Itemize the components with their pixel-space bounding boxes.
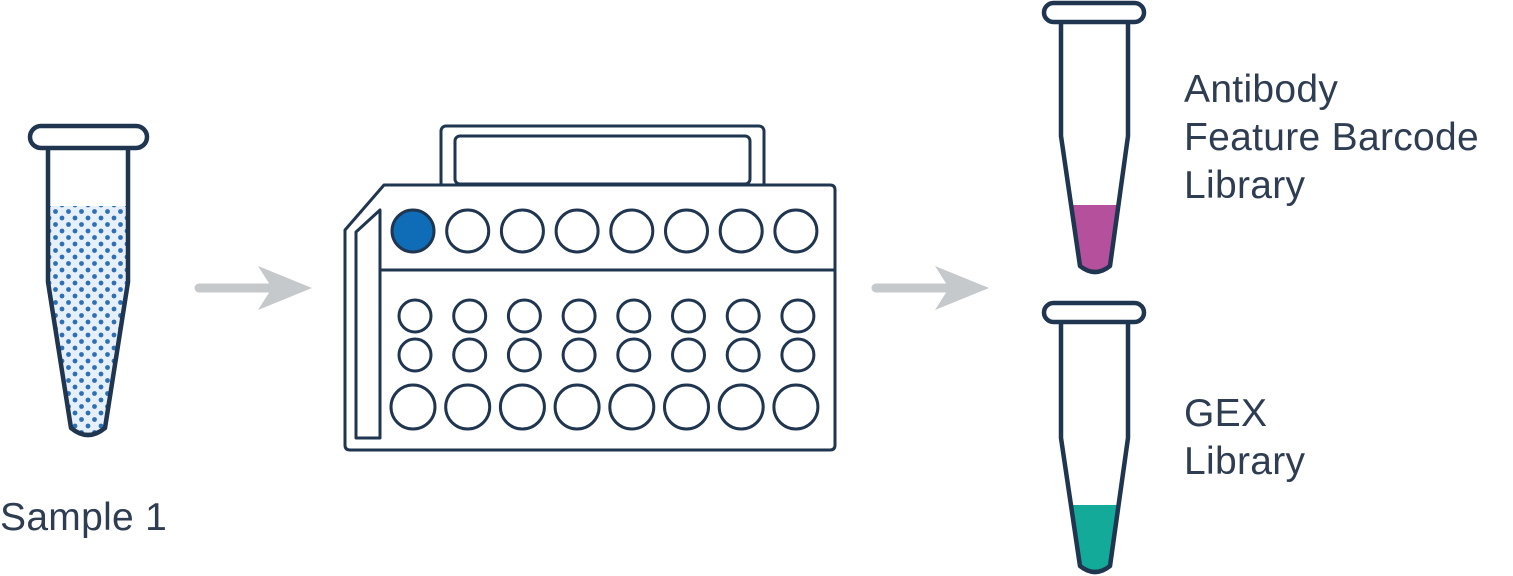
reagent-well bbox=[780, 298, 816, 334]
reagent-well bbox=[780, 337, 816, 373]
collection-well bbox=[444, 383, 492, 431]
collection-well bbox=[389, 383, 437, 431]
sample-well bbox=[609, 208, 655, 254]
sample-tube-icon bbox=[27, 123, 150, 438]
reagent-well bbox=[725, 298, 761, 334]
sample-well bbox=[499, 208, 545, 254]
collection-well bbox=[608, 383, 656, 431]
collection-well bbox=[772, 383, 820, 431]
antibody-library-label-line: Library bbox=[1184, 164, 1306, 207]
collection-well bbox=[717, 383, 765, 431]
reagent-well bbox=[397, 298, 433, 334]
sample-well bbox=[664, 208, 709, 254]
collection-well bbox=[663, 383, 710, 431]
reagent-well bbox=[506, 298, 542, 334]
reagent-well bbox=[506, 337, 542, 373]
reagent-well bbox=[397, 337, 433, 373]
sample-well bbox=[554, 208, 600, 254]
collection-well bbox=[498, 383, 546, 431]
gex-library-label-line: GEX bbox=[1184, 392, 1268, 435]
gex-library-label-line: Library bbox=[1184, 440, 1306, 483]
arrow-right-icon bbox=[194, 266, 312, 310]
sample-well bbox=[445, 208, 491, 254]
reagent-well bbox=[616, 298, 652, 334]
sample-label: Sample 1 bbox=[0, 496, 168, 539]
reagent-well bbox=[725, 337, 761, 373]
arrow-right-icon bbox=[871, 266, 989, 310]
loaded-sample-well bbox=[390, 208, 436, 254]
reagent-well bbox=[561, 337, 597, 373]
antibody-library-label-line: Antibody bbox=[1184, 68, 1339, 111]
antibody-library-tube-icon bbox=[1041, 0, 1147, 275]
reagent-well bbox=[452, 337, 488, 373]
reagent-well bbox=[671, 298, 706, 334]
reagent-well bbox=[452, 298, 488, 334]
reagent-well bbox=[561, 298, 597, 334]
sample-well bbox=[773, 208, 819, 254]
chip-icon bbox=[343, 124, 837, 452]
antibody-library-label-line: Feature Barcode bbox=[1184, 116, 1480, 159]
sample-well bbox=[718, 208, 764, 254]
gex-library-tube-icon bbox=[1041, 300, 1147, 575]
reagent-well bbox=[616, 337, 652, 373]
collection-well bbox=[553, 383, 601, 431]
antibody-library-label: Antibody Feature Barcode Library bbox=[1184, 66, 1479, 210]
gex-library-label: GEX Library bbox=[1184, 390, 1305, 486]
reagent-well bbox=[671, 337, 706, 373]
